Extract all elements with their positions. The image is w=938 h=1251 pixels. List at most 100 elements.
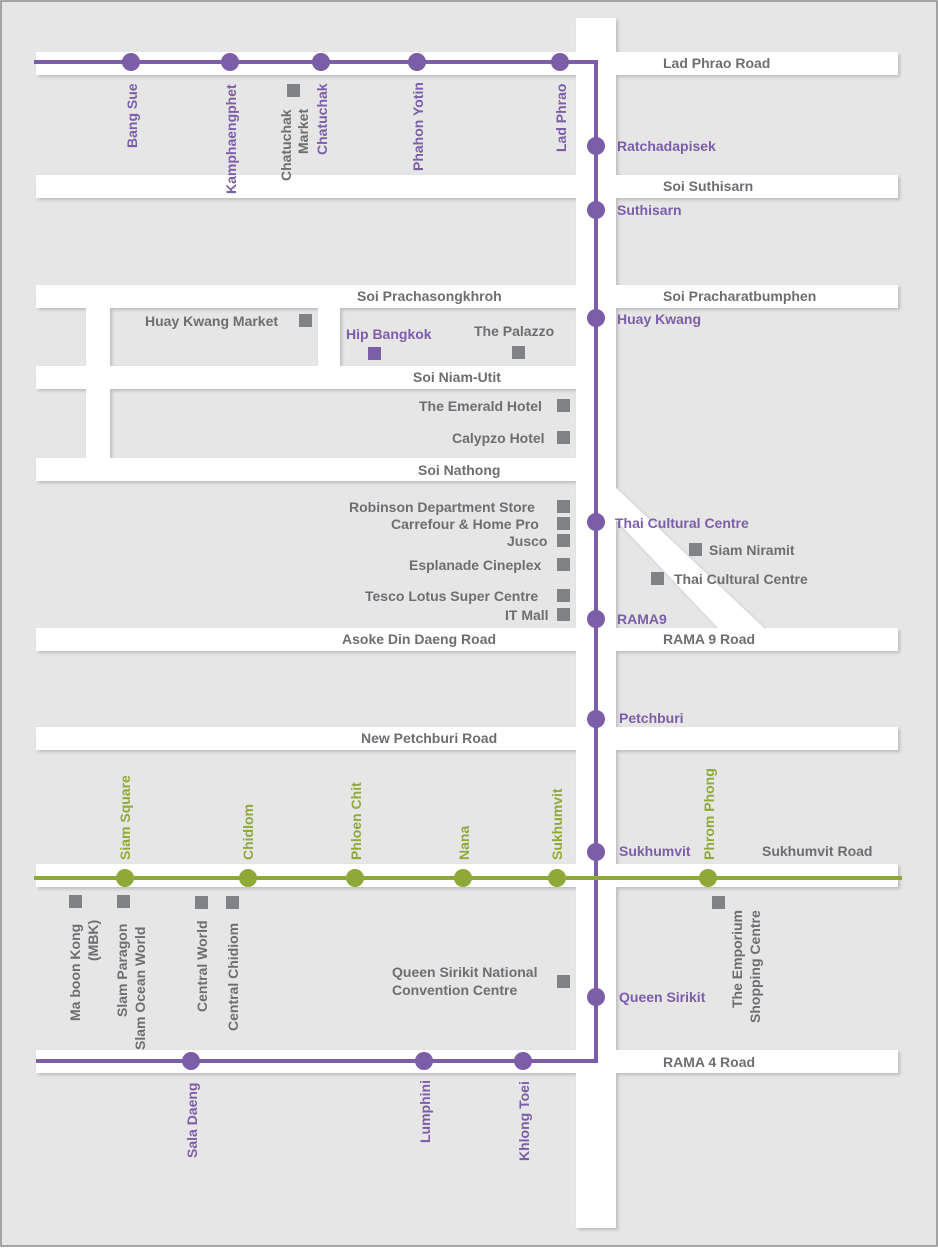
marker-it-mall[interactable] [557,608,570,621]
place-label-siam-niramit: Siam Niramit [709,542,795,558]
marker-tesco-lotus[interactable] [557,589,570,602]
marker-carrefour[interactable] [557,517,570,530]
station-dot-sukhumvit-mrt[interactable] [587,843,605,861]
station-dot-queen-sirikit[interactable] [587,988,605,1006]
station-label-sukhumvit-bts: Sukhumvit [549,788,565,860]
station-label-queen-sirikit: Queen Sirikit [619,989,706,1005]
station-dot-chatuchak[interactable] [312,53,330,71]
road-label-sukhumvit: Sukhumvit Road [762,843,872,859]
place-label-qsncc-2: Convention Centre [392,982,517,998]
station-label-sala-daeng: Sala Daeng [184,1083,200,1158]
station-label-chatuchak: Chatuchak [314,83,330,155]
marker-emporium[interactable] [712,896,725,909]
place-label-hip-bangkok: Hip Bangkok [346,326,432,342]
station-dot-lad-phrao[interactable] [551,53,569,71]
marker-huay-kwang-market[interactable] [299,314,312,327]
place-label-emporium-2: Shopping Centre [747,910,763,1023]
road-huay-kwang-connector [318,308,340,366]
station-label-phrom-phong: Phrom Phong [701,768,717,860]
road-label-rama4: RAMA 4 Road [663,1054,755,1070]
marker-thai-cultural-centre[interactable] [651,572,664,585]
place-label-thai-cultural-centre: Thai Cultural Centre [674,571,808,587]
station-label-rama9: RAMA9 [617,611,667,627]
place-label-chatuchak-market-2: Market [295,109,311,154]
station-dot-chidlom[interactable] [239,869,257,887]
mrt-station-dots [122,53,605,1070]
marker-mbk[interactable] [69,895,82,908]
station-label-chidlom: Chidlom [240,804,256,860]
road-label-soi-nathong: Soi Nathong [418,462,500,478]
landmark-markers [69,84,725,988]
station-label-phahon-yotin: Phahon Yotin [410,82,426,171]
landmark-labels: Chatuchak Market Huay Kwang Market Hip B… [67,109,808,1050]
station-dot-khlong-toei[interactable] [514,1052,532,1070]
place-label-esplanade: Esplanade Cineplex [409,557,541,573]
station-dot-kamphaengphet[interactable] [221,53,239,71]
station-dot-huay-kwang[interactable] [587,309,605,327]
marker-emerald-hotel[interactable] [557,399,570,412]
station-dot-phrom-phong[interactable] [699,869,717,887]
marker-the-palazzo[interactable] [512,346,525,359]
place-label-jusco: Jusco [507,533,547,549]
road-west-connector [86,308,110,458]
marker-hip-bangkok[interactable] [368,347,381,360]
marker-calypzo-hotel[interactable] [557,431,570,444]
road-soi-nathong [36,458,576,481]
station-dot-sukhumvit-bts[interactable] [548,869,566,887]
station-label-nana: Nana [456,826,472,860]
station-dot-thai-cultural-centre[interactable] [587,513,605,531]
place-label-chatuchak-market-1: Chatuchak [278,109,294,181]
place-label-it-mall: IT Mall [505,607,549,623]
station-dot-petchburi[interactable] [587,710,605,728]
road-soi-prachasongkhroh [36,285,898,308]
station-label-siam-square: Siam Square [117,775,133,860]
marker-siam-niramit[interactable] [689,543,702,556]
place-label-mbk-2: (MBK) [85,920,101,961]
station-dot-phloen-chit[interactable] [346,869,364,887]
station-dot-suthisarn[interactable] [587,201,605,219]
station-dot-bang-sue[interactable] [122,53,140,71]
station-label-petchburi: Petchburi [619,710,684,726]
place-label-huay-kwang-market: Huay Kwang Market [145,313,278,329]
station-label-sukhumvit-mrt: Sukhumvit [619,843,691,859]
station-dot-rama9[interactable] [587,610,605,628]
station-label-suthisarn: Suthisarn [617,202,682,218]
marker-siam-paragon[interactable] [117,895,130,908]
road-label-soi-pracharatbumphen: Soi Pracharatbumphen [663,288,816,304]
road-asoke-din-daeng [36,628,898,651]
station-dot-nana[interactable] [454,869,472,887]
station-label-lumphini: Lumphini [417,1080,433,1143]
station-dot-sala-daeng[interactable] [182,1052,200,1070]
station-dot-phahon-yotin[interactable] [408,53,426,71]
place-label-emporium-1: The Emporium [729,910,745,1008]
marker-chatuchak-market[interactable] [287,84,300,97]
station-dot-siam-square[interactable] [116,869,134,887]
bts-station-labels: Siam Square Chidlom Phloen Chit Nana Suk… [117,768,717,860]
road-soi-suthisarn [36,175,898,198]
marker-jusco[interactable] [557,534,570,547]
station-label-thai-cultural-centre: Thai Cultural Centre [615,515,749,531]
road-labels: Lad Phrao Road Soi Suthisarn Soi Prachas… [342,55,872,1070]
place-label-siam-paragon: Slam Paragon [114,924,130,1017]
station-dot-ratchadapisek[interactable] [587,137,605,155]
road-label-soi-niam-utit: Soi Niam-Utit [413,369,501,385]
place-label-robinson: Robinson Department Store [349,499,535,515]
road-label-new-petchburi: New Petchburi Road [361,730,497,746]
road-label-lad-phrao: Lad Phrao Road [663,55,770,71]
place-label-central-chidlom: Central Chidiom [225,923,241,1031]
road-label-asoke-din-daeng: Asoke Din Daeng Road [342,631,496,647]
road-label-soi-prachasongkhroh: Soi Prachasongkhroh [357,288,502,304]
place-label-calypzo-hotel: Calypzo Hotel [452,430,545,446]
station-dot-lumphini[interactable] [415,1052,433,1070]
marker-esplanade[interactable] [557,558,570,571]
road-label-soi-suthisarn: Soi Suthisarn [663,178,753,194]
place-label-mbk-1: Ma boon Kong [67,924,83,1021]
place-label-central-world: Central World [194,920,210,1012]
place-label-carrefour: Carrefour & Home Pro [391,516,539,532]
marker-central-chidlom[interactable] [226,896,239,909]
marker-robinson[interactable] [557,500,570,513]
bts-station-dots [116,869,717,887]
marker-qsncc[interactable] [557,975,570,988]
marker-central-world[interactable] [195,896,208,909]
